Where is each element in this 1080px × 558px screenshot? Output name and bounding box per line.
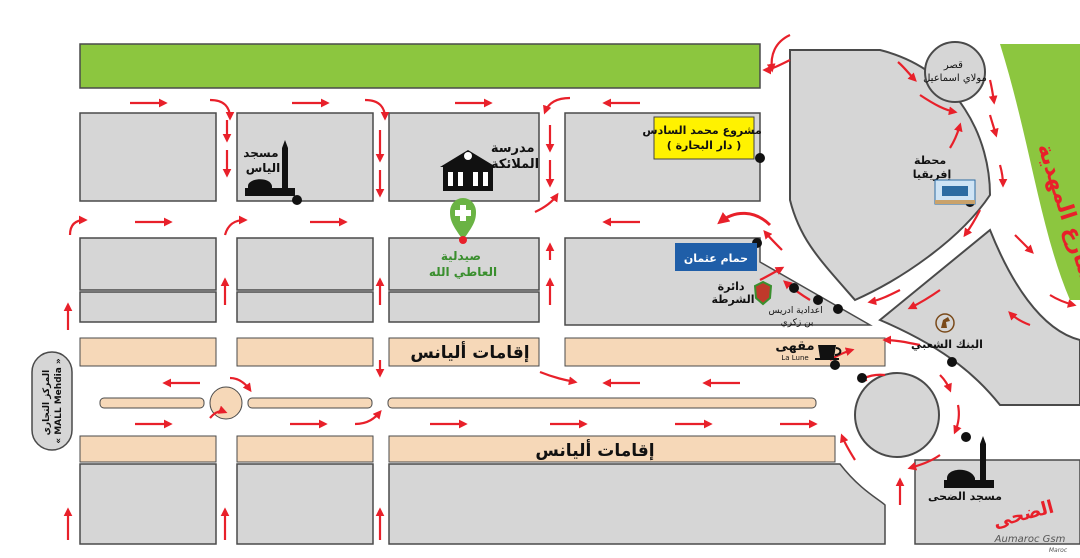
block-right-mid [878,228,1080,406]
palace-label: قصر مولاي اسماعيل [923,60,987,84]
mosque-icon [245,140,295,196]
residence-strip [388,337,540,367]
block [388,463,886,545]
block [79,291,217,323]
block [236,291,374,323]
roundabout [854,372,940,458]
median [247,397,373,409]
residence-strip [388,435,836,463]
coffee-cup-icon [815,345,842,360]
block [388,237,540,291]
school-icon [440,150,496,191]
residence-strip [236,435,374,463]
pharmacy-pin-icon [450,198,476,244]
pharmacy-label: صيدلية العاطي الله [429,249,497,279]
station-icon [934,179,976,205]
block [79,463,217,545]
mall-label: المركز التجاري « MALL Mehdia » [42,358,64,444]
block [388,291,540,323]
cafe-label: مقهى [775,339,814,354]
watermark: Aumaroc Gsm [994,534,1066,545]
residence-strip [236,337,374,367]
mosque-alliance-label: مسجد الياس [243,146,282,175]
school-label: مدرسة الملائكة [491,141,539,172]
green-park [79,43,761,89]
mosque-doha-label: مسجد الضحى [928,490,1002,503]
block [79,112,217,202]
horse-icon [935,313,955,333]
cafe-sublabel: La Lune [781,354,808,362]
project-label-box [653,116,755,160]
block [914,459,1080,545]
mall-label-box [31,351,73,451]
residence-label-1: إقامات أليانس [410,341,529,363]
block [79,237,217,291]
hammam-label-box [675,243,757,271]
palace-circle [924,41,986,103]
block [236,237,374,291]
police-label: دائرة الشرطة [712,280,755,306]
residence-label-2: إقامات أليانس [535,439,654,461]
median [387,397,817,409]
station-label: محطة إفريقيا [913,154,951,181]
bank-label: البنك الشعبي [911,338,983,351]
block [236,463,374,545]
police-badge-icon [753,280,773,306]
mosque-icon [944,436,994,488]
residence-strip [79,435,217,463]
hammam-label: حمام عثمان [684,252,748,265]
green-strip-right [1000,44,1080,300]
residence-strip [79,337,217,367]
median [99,397,205,409]
project-label: مشروع محمد السادس ( دار البحارة ) [642,124,765,152]
block [564,237,873,326]
watermark-sub: Maroc [1049,547,1068,554]
middle-school-label: اعدادية ادريس بن زكري [768,306,825,328]
traffic-arrows [63,34,1077,540]
